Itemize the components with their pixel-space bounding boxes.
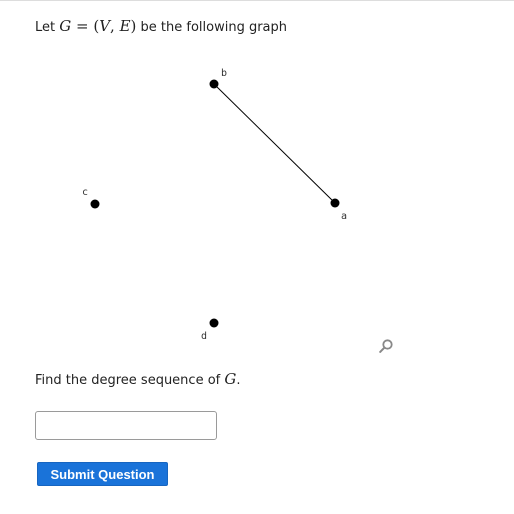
edge-b-a	[213, 83, 336, 204]
intro-prefix: Let	[35, 20, 56, 35]
intro-math: G = (V, E)	[59, 17, 136, 35]
magnifier-icon[interactable]	[378, 338, 394, 354]
vertex-d	[209, 318, 219, 328]
math-e: E	[119, 17, 131, 35]
prompt-suffix: .	[236, 373, 241, 388]
vertex-label-b: b	[221, 68, 227, 79]
vertex-c	[90, 199, 100, 209]
answer-input[interactable]	[35, 411, 217, 440]
math-g: G	[59, 17, 72, 35]
question-prompt: Find the degree sequence of G.	[35, 370, 241, 388]
prompt-prefix: Find the degree sequence of	[35, 373, 225, 388]
question-intro: Let G = (V, E) be the following graph	[35, 17, 287, 35]
intro-suffix: be the following graph	[136, 20, 288, 35]
top-divider	[0, 0, 514, 1]
math-close: )	[130, 17, 137, 35]
math-v: V	[99, 17, 111, 35]
vertex-b	[209, 79, 219, 89]
math-comma: ,	[110, 17, 120, 35]
math-eq: = (	[71, 17, 100, 35]
vertex-label-d: d	[201, 331, 207, 342]
prompt-math-g: G	[224, 370, 237, 388]
vertex-label-c: c	[82, 187, 88, 198]
submit-question-button[interactable]: Submit Question	[37, 462, 168, 486]
vertex-label-a: a	[341, 211, 347, 222]
vertex-a	[330, 198, 340, 208]
